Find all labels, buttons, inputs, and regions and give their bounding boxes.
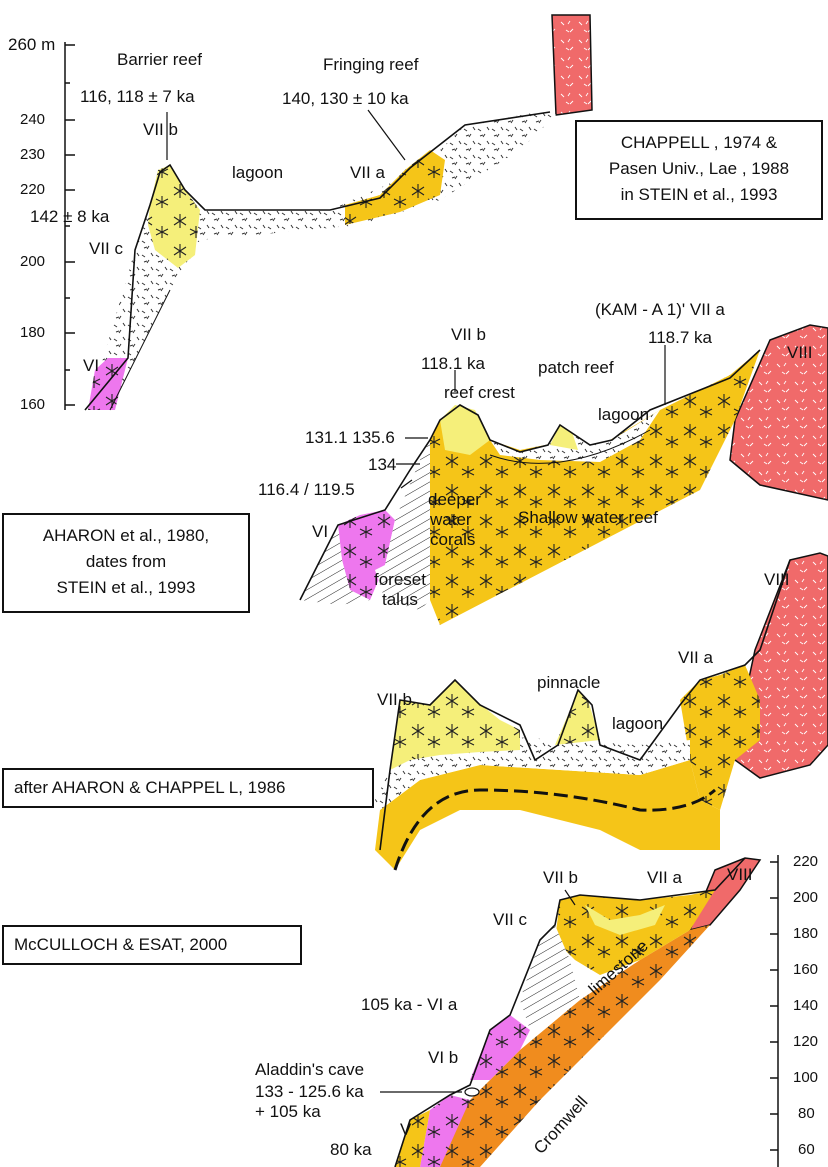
date-118-1-label: 118.1 ka xyxy=(421,354,485,374)
source-line: AHARON et al., 1980, xyxy=(4,523,248,549)
mcculloch-source-box: McCULLOCH & ESAT, 2000 xyxy=(2,925,302,965)
fringing-reef-label: Fringing reef xyxy=(323,55,418,75)
lagoon-label: lagoon xyxy=(232,163,283,183)
source-line: after AHARON & CHAPPEL L, 1986 xyxy=(14,778,286,797)
vii-c-label: VII c xyxy=(493,910,527,930)
vii-b-label: VII b xyxy=(143,120,178,140)
corals-label: corals xyxy=(430,530,475,550)
vii-a-label: VII a xyxy=(350,163,385,183)
source-line: STEIN et al., 1993 xyxy=(4,575,248,601)
lagoon-label: lagoon xyxy=(612,714,663,734)
source-line: McCULLOCH & ESAT, 2000 xyxy=(14,935,227,954)
fringing-reef-dates: 140, 130 ± 10 ka xyxy=(282,89,409,109)
date-80-label: 80 ka xyxy=(330,1140,372,1160)
panel4-axis-tick: 120 xyxy=(793,1033,818,1050)
barrier-reef-dates: 116, 118 ± 7 ka xyxy=(80,87,195,107)
aharon-source-box: AHARON et al., 1980, dates from STEIN et… xyxy=(2,513,250,613)
vii-b-label: VII b xyxy=(377,690,412,710)
chappell-source-box: CHAPPELL , 1974 & Pasen Univ., Lae , 198… xyxy=(575,120,823,220)
panel4-axis-tick: 60 xyxy=(798,1141,815,1158)
panel4-axis-tick: 220 xyxy=(793,853,818,870)
v-label: V xyxy=(400,1120,411,1140)
cave-dates-label: 133 - 125.6 ka xyxy=(255,1082,364,1102)
vi-b-label: VI b xyxy=(428,1048,458,1068)
panel4-axis-tick: 140 xyxy=(793,997,818,1014)
viii-label: VIII xyxy=(787,343,813,363)
foreset-label: foreset xyxy=(374,570,426,590)
vi-label: VI xyxy=(312,522,328,542)
panel1-axis-tick: 200 xyxy=(20,253,45,270)
kam-label: (KAM - A 1)' VII a xyxy=(595,300,725,320)
vii-c-label: VII c xyxy=(89,239,123,259)
reef-crest-label: reef crest xyxy=(444,383,515,403)
vii-b-label: VII b xyxy=(451,325,486,345)
date-142-label: 142 ± 8 ka xyxy=(30,207,109,227)
talus-label: talus xyxy=(382,590,418,610)
panel1-axis-tick: 230 xyxy=(20,146,45,163)
panel1-axis-tick: 220 xyxy=(20,181,45,198)
source-line: dates from xyxy=(4,549,248,575)
viii-label: VIII xyxy=(764,570,790,590)
vii-a-label: VII a xyxy=(678,648,713,668)
panel4-axis-tick: 200 xyxy=(793,889,818,906)
panel4-axis-tick: 160 xyxy=(793,961,818,978)
panel1-axis-tick: 240 xyxy=(20,111,45,128)
panel4-axis-tick: 100 xyxy=(793,1069,818,1086)
cave-dates-label: + 105 ka xyxy=(255,1102,321,1122)
source-line: in STEIN et al., 1993 xyxy=(577,182,821,208)
vii-b-label: VII b xyxy=(543,868,578,888)
date-118-7-label: 118.7 ka xyxy=(648,328,712,348)
source-line: CHAPPELL , 1974 & xyxy=(577,130,821,156)
lagoon-label: lagoon xyxy=(598,405,649,425)
vii-a-label: VII a xyxy=(647,868,682,888)
pinnacle-label: pinnacle xyxy=(537,673,600,693)
panel1-axis-unit: 260 m xyxy=(8,35,55,55)
panel4-axis-tick: 80 xyxy=(798,1105,815,1122)
viii-label: VIII xyxy=(727,865,753,885)
deeper-label: deeper xyxy=(428,490,481,510)
source-line: Pasen Univ., Lae , 1988 xyxy=(577,156,821,182)
aharon-chappell-source-box: after AHARON & CHAPPEL L, 1986 xyxy=(2,768,374,808)
panel1-axis-tick: 160 xyxy=(20,396,45,413)
water-label: water xyxy=(430,510,472,530)
vi-label: VI xyxy=(83,356,99,376)
vi-a-label: 105 ka - VI a xyxy=(361,995,457,1015)
aladdins-cave-label: Aladdin's cave xyxy=(255,1060,364,1080)
patch-reef-label: patch reef xyxy=(538,358,614,378)
panel1-axis-tick: 180 xyxy=(20,324,45,341)
date-134-label: 134 xyxy=(368,455,396,475)
shallow-water-reef-label: Shallow water reef xyxy=(518,508,658,528)
dates-131-label: 131.1 135.6 xyxy=(305,428,395,448)
dates-116-label: 116.4 / 119.5 xyxy=(258,480,355,500)
barrier-reef-label: Barrier reef xyxy=(117,50,202,70)
panel4-axis-tick: 180 xyxy=(793,925,818,942)
